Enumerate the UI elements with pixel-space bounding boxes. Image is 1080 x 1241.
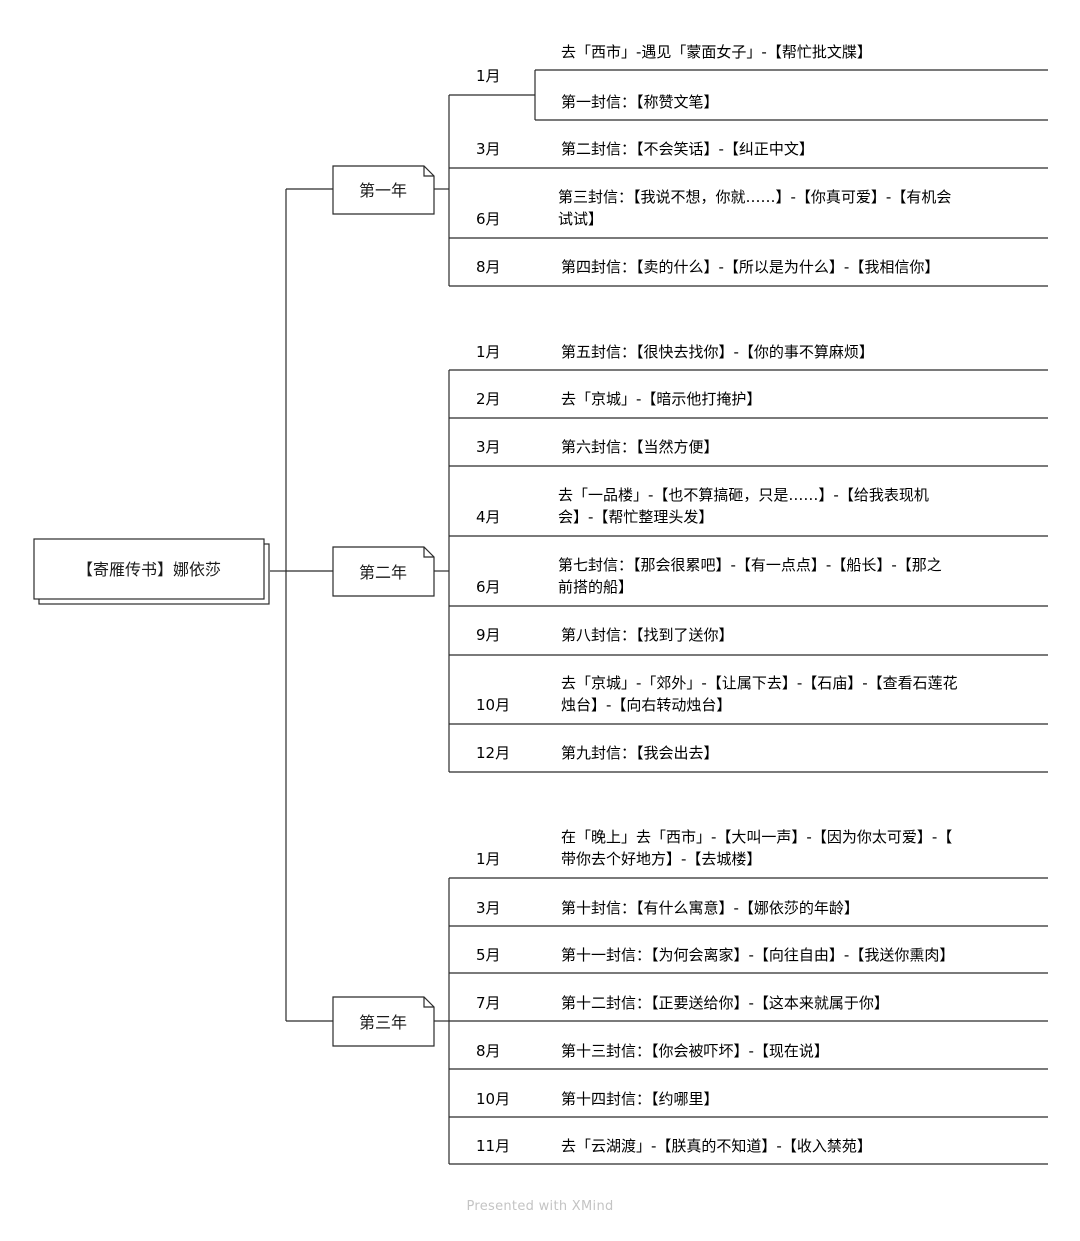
month-label: 10月 xyxy=(476,696,510,714)
year-2-entries: 1月 第五封信：【很快去找你】-【你的事不算麻烦】 2月 去「京城」-【暗示他打… xyxy=(476,343,958,762)
leaf-item[interactable]: 第十封信：【有什么寓意】-【娜依莎的年龄】 xyxy=(561,899,859,917)
leaf-item[interactable]: 第七封信：【那会很累吧】-【有一点点】-【船长】-【那之 xyxy=(558,556,942,574)
month-label: 9月 xyxy=(476,626,501,644)
month-label: 8月 xyxy=(476,258,501,276)
month-label: 8月 xyxy=(476,1042,501,1060)
leaf-item[interactable]: 第三封信：【我说不想，你就……】-【你真可爱】-【有机会 xyxy=(558,188,951,206)
leaf-item[interactable]: 第四封信：【卖的什么】-【所以是为什么】-【我相信你】 xyxy=(561,258,939,276)
month-label: 1月 xyxy=(476,67,501,85)
year-2-connectors xyxy=(434,369,1048,773)
leaf-item[interactable]: 第一封信：【称赞文笔】 xyxy=(561,93,719,111)
leaf-item[interactable]: 试试】 xyxy=(558,210,603,228)
leaf-item[interactable]: 去「京城」-【暗示他打掩护】 xyxy=(561,390,761,408)
month-label: 2月 xyxy=(476,390,501,408)
year-label: 第三年 xyxy=(359,1013,407,1032)
leaf-item[interactable]: 第八封信：【找到了送你】 xyxy=(561,626,734,644)
month-label: 1月 xyxy=(476,343,501,361)
month-label: 4月 xyxy=(476,508,501,526)
month-label: 3月 xyxy=(476,438,501,456)
year-label: 第二年 xyxy=(359,563,407,582)
month-label: 7月 xyxy=(476,994,501,1012)
leaf-item[interactable]: 第十一封信：【为何会离家】-【向往自由】-【我送你熏肉】 xyxy=(561,946,954,964)
leaf-item[interactable]: 去「一品楼」-【也不算搞砸，只是……】-【给我表现机 xyxy=(558,486,929,504)
year-3-connectors xyxy=(434,877,1048,1165)
month-label: 5月 xyxy=(476,946,501,964)
leaf-item[interactable]: 第十四封信：【约哪里】 xyxy=(561,1090,719,1108)
root-connectors xyxy=(270,188,333,1022)
leaf-item[interactable]: 去「京城」-「郊外」-【让属下去】-【石庙】-【查看石莲花 xyxy=(561,674,958,692)
year-node-3[interactable]: 第三年 xyxy=(332,996,435,1047)
footer-watermark: Presented with XMind xyxy=(466,1199,614,1214)
leaf-item[interactable]: 在「晚上」去「西市」-【大叫一声】-【因为你太可爱】-【 xyxy=(561,828,952,846)
year-node-2[interactable]: 第二年 xyxy=(332,546,435,597)
year-label: 第一年 xyxy=(359,181,407,200)
leaf-item[interactable]: 第九封信：【我会出去】 xyxy=(561,744,719,762)
leaf-item[interactable]: 去「云湖渡」-【朕真的不知道】-【收入禁苑】 xyxy=(561,1137,872,1155)
year-node-1[interactable]: 第一年 xyxy=(332,165,435,215)
leaf-item[interactable]: 前搭的船】 xyxy=(558,578,633,596)
month-label: 10月 xyxy=(476,1090,510,1108)
month-label: 12月 xyxy=(476,744,510,762)
leaf-item[interactable]: 第六封信：【当然方便】 xyxy=(561,438,719,456)
leaf-item[interactable]: 会】-【帮忙整理头发】 xyxy=(558,508,713,526)
leaf-item[interactable]: 第十二封信：【正要送给你】-【这本来就属于你】 xyxy=(561,994,889,1012)
month-label: 3月 xyxy=(476,899,501,917)
root-node[interactable]: 【寄雁传书】娜依莎 xyxy=(33,538,270,605)
year-1-entries: 1月 去「西市」-遇见「蒙面女子」-【帮忙批文牒】 第一封信：【称赞文笔】 3月… xyxy=(476,43,951,276)
leaf-item[interactable]: 烛台】-【向右转动烛台】 xyxy=(561,696,731,714)
leaf-item[interactable]: 第十三封信：【你会被吓坏】-【现在说】 xyxy=(561,1042,829,1060)
leaf-item[interactable]: 第二封信：【不会笑话】-【纠正中文】 xyxy=(561,140,814,158)
year-1-connectors xyxy=(434,69,1048,287)
month-label: 1月 xyxy=(476,850,501,868)
leaf-item[interactable]: 去「西市」-遇见「蒙面女子」-【帮忙批文牒】 xyxy=(561,43,872,61)
month-label: 3月 xyxy=(476,140,501,158)
month-label: 6月 xyxy=(476,578,501,596)
year-3-entries: 1月 在「晚上」去「西市」-【大叫一声】-【因为你太可爱】-【 带你去个好地方】… xyxy=(476,828,954,1155)
leaf-item[interactable]: 带你去个好地方】-【去城楼】 xyxy=(561,850,761,868)
root-label: 【寄雁传书】娜依莎 xyxy=(77,560,221,579)
leaf-item[interactable]: 第五封信：【很快去找你】-【你的事不算麻烦】 xyxy=(561,343,874,361)
month-label: 11月 xyxy=(476,1137,510,1155)
month-label: 6月 xyxy=(476,210,501,228)
